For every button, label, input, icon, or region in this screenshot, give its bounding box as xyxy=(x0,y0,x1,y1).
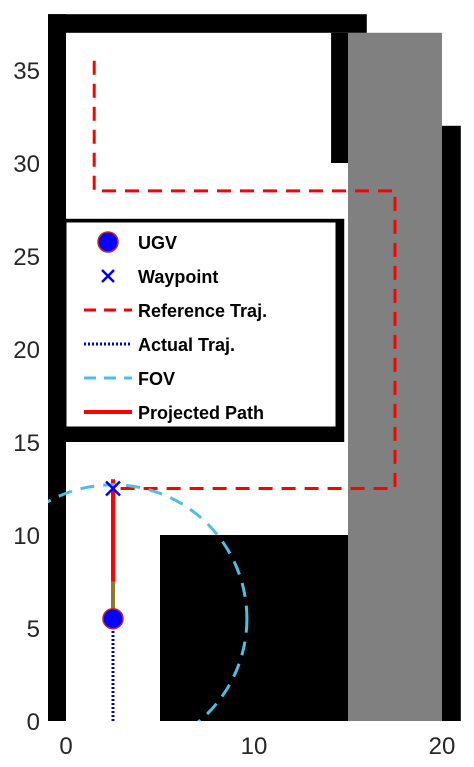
obstacle-lower-block xyxy=(160,535,348,721)
y-tick-label-20: 20 xyxy=(13,337,40,364)
obstacle-top-wall xyxy=(48,14,367,33)
y-tick-label-0: 0 xyxy=(27,709,40,736)
x-tick-label-10: 10 xyxy=(241,733,268,760)
legend-item-reference: Reference Traj. xyxy=(84,301,267,321)
y-tick-label-25: 25 xyxy=(13,244,40,271)
fov-circle xyxy=(48,483,249,721)
legend-label-ugv: UGV xyxy=(138,233,177,253)
y-tick-label-30: 30 xyxy=(13,151,40,178)
legend-label-actual: Actual Traj. xyxy=(138,335,235,355)
markers xyxy=(102,480,124,630)
legend-label-projected: Projected Path xyxy=(138,403,264,423)
axis-ticks: 0 5 10 15 20 25 30 35 0 10 20 xyxy=(13,58,455,760)
waypoint-marker-stroke-b xyxy=(105,480,121,497)
ugv-marker xyxy=(102,607,124,630)
legend-box xyxy=(65,221,337,428)
x-tick-label-0: 0 xyxy=(59,733,72,760)
legend-label-fov: FOV xyxy=(138,369,175,389)
obstacle-right-wall xyxy=(442,125,461,721)
legend-swatch-waypoint-b xyxy=(101,269,115,283)
waypoint-marker xyxy=(105,480,121,497)
legend-label-reference: Reference Traj. xyxy=(138,301,267,321)
legend-item-fov: FOV xyxy=(84,369,175,389)
legend-label-waypoint: Waypoint xyxy=(138,267,218,287)
gray-corridor-region xyxy=(348,32,442,721)
obstacle-bottom-wall xyxy=(47,721,461,722)
legend-item-waypoint: Waypoint xyxy=(101,267,218,287)
obstacle-upper-stub xyxy=(331,32,348,163)
x-tick-label-20: 20 xyxy=(429,733,456,760)
y-tick-label-35: 35 xyxy=(13,58,40,85)
legend-item-ugv: UGV xyxy=(97,231,177,253)
legend-item-projected: Projected Path xyxy=(84,403,264,423)
y-tick-label-15: 15 xyxy=(13,430,40,457)
y-tick-label-10: 10 xyxy=(13,523,40,550)
legend-item-actual: Actual Traj. xyxy=(84,335,235,355)
y-tick-label-5: 5 xyxy=(27,616,40,643)
legend-swatch-ugv xyxy=(97,231,119,253)
obstacle-left-wall xyxy=(48,14,66,721)
